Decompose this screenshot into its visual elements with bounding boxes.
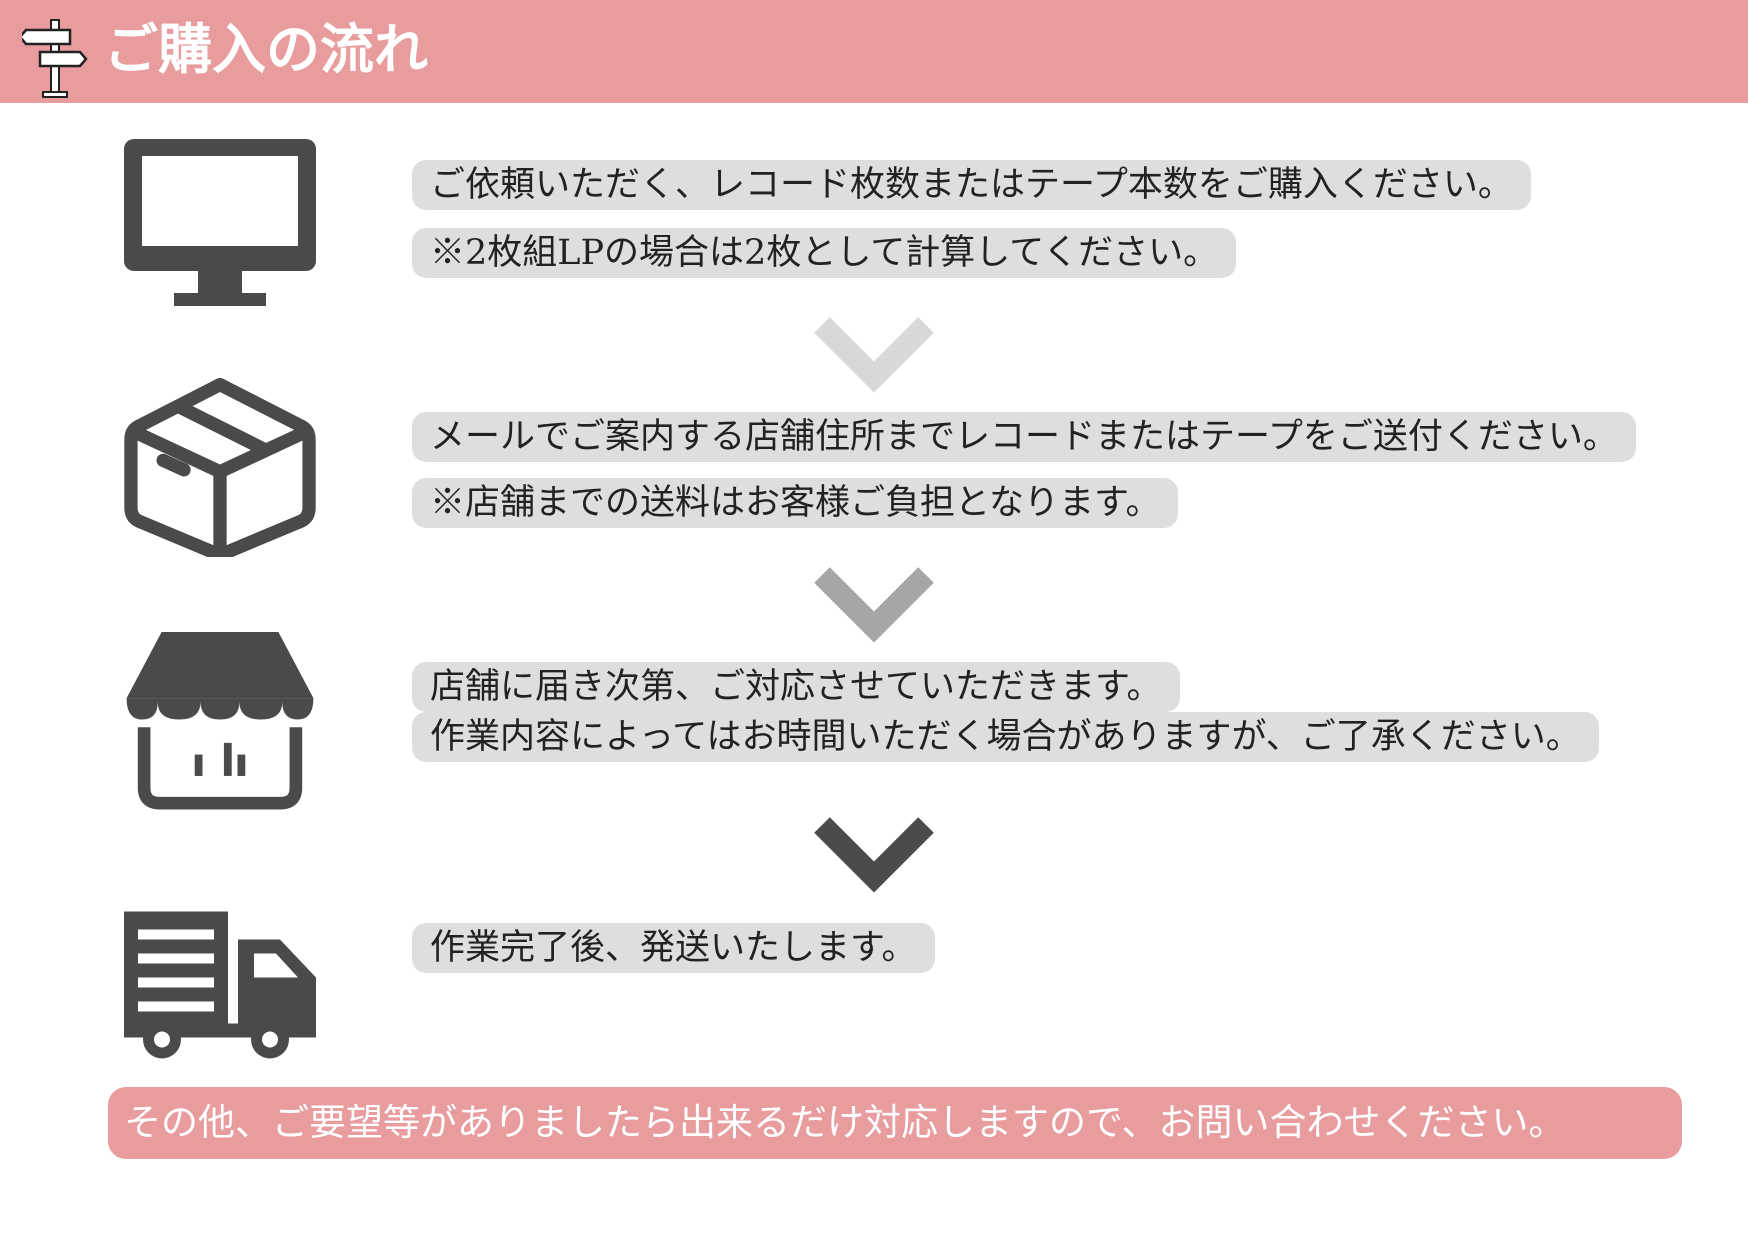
step-1-bubble-line-2: ※2枚組LPの場合は2枚として計算してください。 <box>412 228 1237 278</box>
chevron-down-icon <box>814 817 934 893</box>
truck-icon <box>124 911 316 1059</box>
monitor-icon <box>124 139 316 306</box>
chevron-down-icon <box>814 567 934 643</box>
step-1-line-2: ※2枚組LPの場合は2枚として計算してください。 <box>430 233 1219 273</box>
step-3-line-1: 店舗に届き次第、ご対応させていただきます。 <box>430 667 1162 707</box>
step-2-bubble-line-1: メールでご案内する店舗住所までレコードまたはテープをご送付ください。 <box>412 412 1636 462</box>
footer-banner: その他、ご要望等がありましたら出来るだけ対応しますので、お問い合わせください。 <box>108 1087 1682 1159</box>
store-icon <box>126 631 314 810</box>
signpost-icon <box>22 19 88 98</box>
step-2-bubble-line-2: ※店舗までの送料はお客様ご負担となります。 <box>412 478 1179 528</box>
step-3-bubble-line-1: 店舗に届き次第、ご対応させていただきます。 <box>412 662 1180 712</box>
step-2-line-1: メールでご案内する店舗住所までレコードまたはテープをご送付ください。 <box>430 417 1618 457</box>
step-4-bubble-line-1: 作業完了後、発送いたします。 <box>412 923 935 973</box>
header-banner: ご購入の流れ <box>0 0 1748 103</box>
step-3-line-2: 作業内容によってはお時間いただく場合がありますが、ご了承ください。 <box>430 717 1581 757</box>
step-4-line-1: 作業完了後、発送いたします。 <box>430 928 917 968</box>
footer-note: その他、ご要望等がありましたら出来るだけ対応しますので、お問い合わせください。 <box>124 1101 1566 1144</box>
step-1-line-1: ご依頼いただく、レコード枚数またはテープ本数をご購入ください。 <box>430 165 1513 205</box>
step-2-line-2: ※店舗までの送料はお客様ご負担となります。 <box>430 483 1161 523</box>
step-1-bubble-line-1: ご依頼いただく、レコード枚数またはテープ本数をご購入ください。 <box>412 160 1531 210</box>
chevron-down-icon <box>814 317 934 393</box>
step-3-bubble-line-2: 作業内容によってはお時間いただく場合がありますが、ご了承ください。 <box>412 712 1599 762</box>
box-icon <box>124 377 316 557</box>
page-title: ご購入の流れ <box>104 18 428 81</box>
